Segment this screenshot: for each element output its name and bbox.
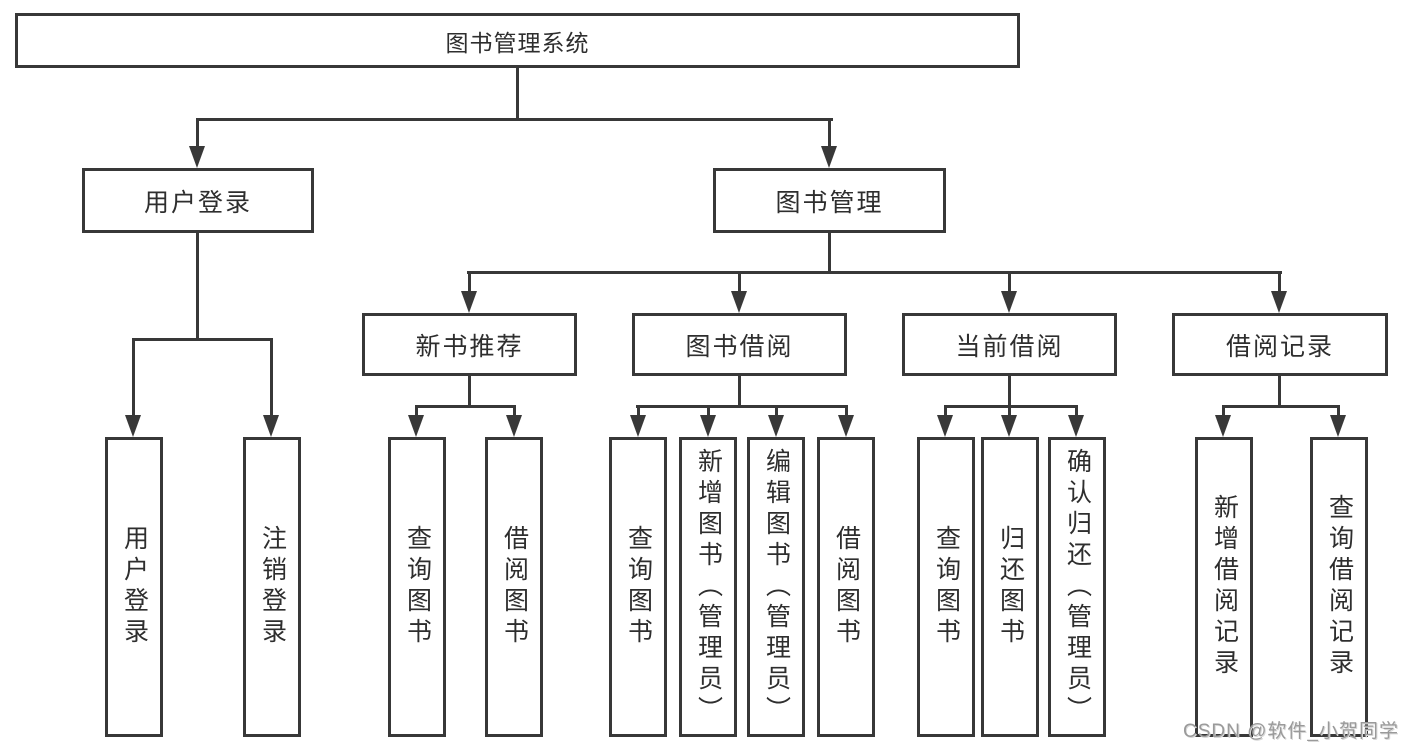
arrowhead-down [506, 415, 522, 437]
node-label: 借阅记录 [1225, 332, 1334, 361]
node-library-management-system: 图书管理系统 [15, 13, 1020, 68]
arrowhead-down [1068, 415, 1084, 437]
line-segment [415, 405, 516, 408]
leaf-borrow-books-borrowing: 借阅图书 [817, 437, 875, 737]
line-segment [828, 233, 831, 271]
leaf-label: 查询图书 [403, 525, 432, 649]
node-book-management: 图书管理 [713, 168, 946, 233]
node-label: 新书推荐 [415, 332, 524, 361]
leaf-label: 归还图书 [996, 525, 1025, 649]
line-segment [132, 338, 135, 417]
arrowhead-down [1215, 415, 1231, 437]
line-segment [1222, 405, 1340, 408]
line-segment [1278, 271, 1281, 295]
leaf-label: 确认归还（管理员） [1063, 447, 1092, 727]
line-segment [1222, 405, 1225, 417]
leaf-label: 查询图书 [932, 525, 961, 649]
line-segment [1008, 376, 1011, 407]
leaf-user-login: 用户登录 [105, 437, 163, 737]
leaf-label: 借阅图书 [832, 525, 861, 649]
line-segment [738, 376, 741, 407]
node-borrowing-records: 借阅记录 [1172, 313, 1388, 376]
leaf-label: 注销登录 [258, 525, 287, 649]
arrowhead-down [189, 146, 205, 168]
leaf-query-books-current: 查询图书 [917, 437, 975, 737]
node-current-borrowing: 当前借阅 [902, 313, 1117, 376]
arrowhead-down [1001, 415, 1017, 437]
arrowhead-down [263, 415, 279, 437]
line-segment [513, 405, 516, 417]
leaf-return-books: 归还图书 [981, 437, 1039, 737]
arrowhead-down [630, 415, 646, 437]
leaf-label: 查询图书 [624, 525, 653, 649]
leaf-label: 新增图书（管理员） [694, 447, 723, 727]
arrowhead-down [1271, 291, 1287, 313]
node-new-book-recommendation: 新书推荐 [362, 313, 577, 376]
arrowhead-down [125, 415, 141, 437]
line-segment [196, 118, 833, 121]
node-label: 用户登录 [143, 188, 252, 217]
line-segment [415, 405, 418, 417]
line-segment [196, 118, 199, 150]
arrowhead-down [1001, 291, 1017, 313]
line-segment [738, 271, 741, 295]
line-segment [196, 233, 199, 338]
line-segment [468, 271, 471, 295]
line-segment [132, 338, 273, 341]
line-segment [1278, 376, 1281, 407]
line-segment [270, 338, 273, 417]
leaf-label: 编辑图书（管理员） [762, 447, 791, 727]
leaf-query-books-borrowing: 查询图书 [609, 437, 667, 737]
node-label: 图书借阅 [685, 332, 794, 361]
arrowhead-down [461, 291, 477, 313]
arrowhead-down [768, 415, 784, 437]
line-segment [516, 68, 519, 120]
csdn-watermark: CSDN @软件_小贺同学 [1183, 721, 1399, 742]
leaf-label: 用户登录 [120, 525, 149, 649]
leaf-edit-book-admin: 编辑图书（管理员） [747, 437, 805, 737]
node-label: 当前借阅 [955, 332, 1064, 361]
arrowhead-down [838, 415, 854, 437]
line-segment [845, 405, 848, 417]
line-segment [636, 405, 847, 408]
line-segment [707, 405, 710, 417]
line-segment [467, 271, 1282, 274]
line-segment [1008, 405, 1011, 417]
leaf-add-book-admin: 新增图书（管理员） [679, 437, 737, 737]
node-user-login: 用户登录 [82, 168, 314, 233]
line-segment [944, 405, 947, 417]
arrowhead-down [700, 415, 716, 437]
line-segment [775, 405, 778, 417]
arrowhead-down [821, 146, 837, 168]
leaf-label: 新增借阅记录 [1210, 494, 1239, 680]
node-label: 图书管理系统 [445, 29, 590, 56]
leaf-borrow-books-recommend: 借阅图书 [485, 437, 543, 737]
line-segment [1337, 405, 1340, 417]
line-segment [828, 118, 831, 150]
leaf-confirm-return-admin: 确认归还（管理员） [1048, 437, 1106, 737]
leaf-label: 借阅图书 [500, 525, 529, 649]
node-book-borrowing: 图书借阅 [632, 313, 847, 376]
leaf-query-borrow-record: 查询借阅记录 [1310, 437, 1368, 737]
arrowhead-down [937, 415, 953, 437]
node-label: 图书管理 [775, 188, 884, 217]
line-segment [1008, 271, 1011, 295]
arrowhead-down [1330, 415, 1346, 437]
arrowhead-down [408, 415, 424, 437]
leaf-add-borrow-record: 新增借阅记录 [1195, 437, 1253, 737]
line-segment [468, 376, 471, 407]
arrowhead-down [731, 291, 747, 313]
line-segment [1075, 405, 1078, 417]
line-segment [944, 405, 1078, 408]
leaf-logout-login: 注销登录 [243, 437, 301, 737]
leaf-label: 查询借阅记录 [1325, 494, 1354, 680]
leaf-query-books-recommend: 查询图书 [388, 437, 446, 737]
line-segment [637, 405, 640, 417]
